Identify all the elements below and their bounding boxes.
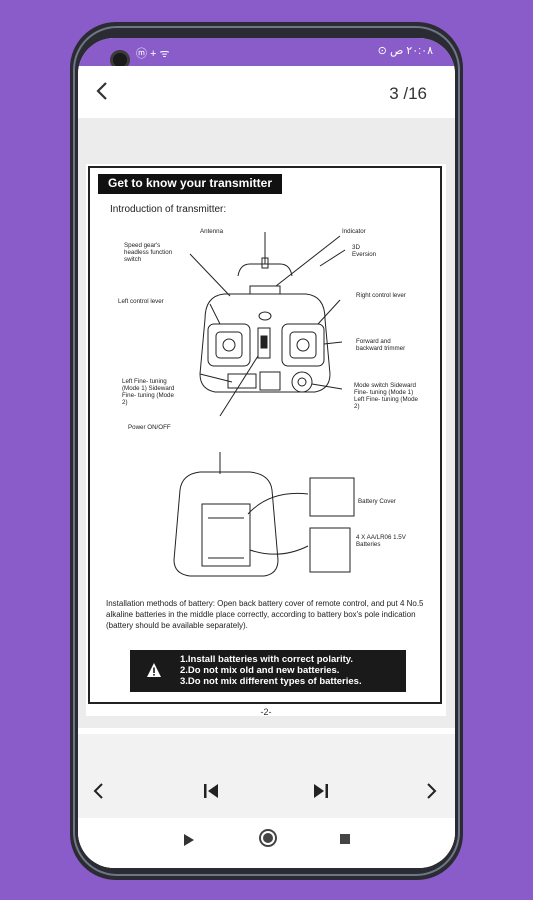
battery-diagram	[173, 452, 355, 577]
transmitter-diagram	[189, 232, 346, 417]
label-forward-trimmer: Forward and backward trimmer	[356, 338, 406, 352]
warning-line-1: 1.Install batteries with correct polarit…	[180, 654, 353, 665]
warning-line-3: 3.Do not mix different types of batterie…	[180, 676, 362, 687]
skip-next-icon[interactable]	[312, 782, 330, 800]
page-counter: 3 /16	[389, 84, 427, 103]
label-left-lever: Left control lever	[118, 298, 164, 305]
doc-subheading: Introduction of transmitter:	[110, 204, 227, 215]
label-indicator: Indicator	[342, 228, 366, 235]
phone-screen: ⓜ + ᯤ ⊙ ٢٠:٠٨ ص 3 /16 Get to know your t…	[78, 38, 455, 868]
page-frame: Get to know your transmitter Introductio…	[88, 166, 442, 704]
label-speed-gear: Speed gear's headless function switch	[124, 242, 173, 263]
warning-lines: 1.Install batteries with correct polarit…	[180, 654, 362, 687]
page-number: -2-	[260, 707, 272, 717]
warning-box: 1.Install batteries with correct polarit…	[130, 650, 406, 692]
arrow-left-icon[interactable]	[90, 78, 116, 104]
stop-square-icon[interactable]	[338, 832, 352, 846]
label-batteries: 4 X AA/LR06 1.5V Batteries	[356, 534, 406, 548]
system-nav-bar	[78, 820, 455, 868]
home-circle-icon[interactable]	[258, 828, 278, 848]
page-navigation-bar	[78, 734, 455, 818]
label-3d-eversion: 3D Eversion	[352, 244, 377, 258]
doc-paragraph: Installation methods of battery: Open ba…	[106, 599, 424, 630]
play-icon[interactable]	[182, 832, 196, 848]
label-right-lever: Right control lever	[356, 292, 406, 299]
document-viewer[interactable]: Get to know your transmitter Introductio…	[78, 118, 455, 728]
label-left-fine-tuning: Left Fine- tuning (Mode 1) Sideward Fine…	[122, 378, 175, 406]
label-antenna: Antenna	[200, 228, 224, 235]
status-left: ⓜ + ᯤ	[136, 48, 170, 60]
skip-previous-icon[interactable]	[202, 782, 220, 800]
doc-heading: Get to know your transmitter	[98, 174, 283, 194]
status-right: ⊙ ٢٠:٠٨ ص	[377, 45, 433, 57]
phone-edge	[73, 26, 460, 876]
warning-line-2: 2.Do not mix old and new batteries.	[180, 665, 340, 676]
chevron-left-icon[interactable]	[92, 782, 106, 800]
document-page: Get to know your transmitter Introductio…	[86, 164, 446, 717]
warning-triangle-icon	[147, 663, 161, 677]
app-bar: 3 /16	[78, 66, 455, 118]
label-mode-switch: Mode switch Sideward Fine- tuning (Mode …	[354, 382, 418, 410]
label-battery-cover: Battery Cover	[358, 498, 396, 505]
status-bar: ⓜ + ᯤ ⊙ ٢٠:٠٨ ص	[78, 38, 455, 70]
label-power: Power ON/OFF	[128, 424, 171, 431]
chevron-right-icon[interactable]	[424, 782, 438, 800]
